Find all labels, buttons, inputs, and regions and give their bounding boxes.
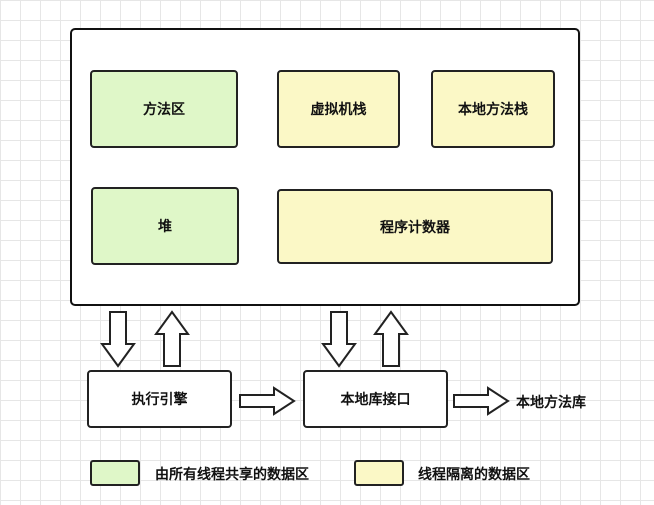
vm-stack-label: 虚拟机栈 bbox=[310, 102, 367, 118]
legend-shared-swatch bbox=[90, 460, 140, 486]
down-arrow-engine bbox=[100, 311, 136, 368]
native-library-label: 本地方法库 bbox=[516, 395, 586, 411]
execution-engine-label: 执行引擎 bbox=[131, 392, 188, 408]
down-arrow-interface bbox=[321, 311, 357, 368]
native-interface-box: 本地库接口 bbox=[303, 370, 448, 428]
legend-isolated-swatch bbox=[354, 460, 404, 486]
legend-isolated-label: 线程隔离的数据区 bbox=[418, 467, 530, 483]
up-arrow-interface bbox=[373, 310, 409, 367]
native-method-stack-box: 本地方法栈 bbox=[431, 70, 555, 148]
native-method-stack-label: 本地方法栈 bbox=[458, 102, 528, 118]
method-area-label: 方法区 bbox=[143, 102, 185, 118]
program-counter-label: 程序计数器 bbox=[380, 219, 450, 236]
legend-shared-label: 由所有线程共享的数据区 bbox=[155, 467, 309, 483]
native-interface-label: 本地库接口 bbox=[340, 392, 411, 408]
program-counter-box: 程序计数器 bbox=[277, 189, 553, 264]
method-area-box: 方法区 bbox=[90, 70, 238, 148]
execution-engine-box: 执行引擎 bbox=[87, 370, 232, 428]
heap-box: 堆 bbox=[91, 187, 239, 265]
up-arrow-engine bbox=[154, 310, 190, 367]
heap-label: 堆 bbox=[158, 219, 172, 235]
right-arrow-interface-to-library bbox=[453, 386, 510, 416]
vm-stack-box: 虚拟机栈 bbox=[277, 70, 400, 148]
right-arrow-engine-to-interface bbox=[239, 386, 296, 416]
